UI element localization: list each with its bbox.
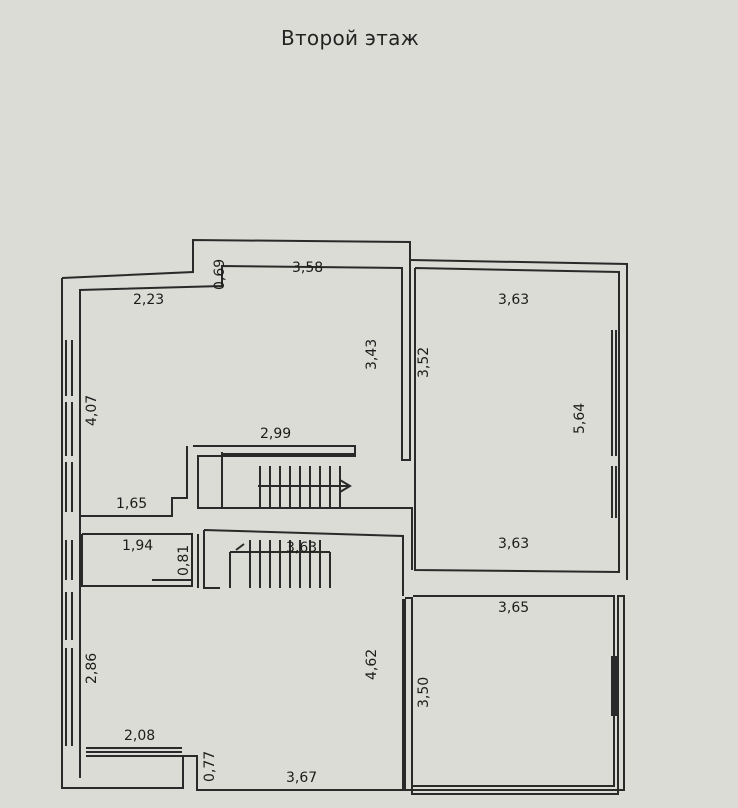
dim-left-bottom-depth: 2,86 <box>84 653 100 684</box>
right-windows <box>611 330 617 716</box>
stair-block <box>80 446 188 517</box>
dim-bath-width: 1,94 <box>122 538 153 554</box>
dim-right-bottom-depth: 3,50 <box>416 677 432 708</box>
dim-left-room-depth: 4,07 <box>84 395 100 426</box>
dim-stair-bottom-width: 3,63 <box>286 540 317 556</box>
dim-stair-top-width: 2,99 <box>260 426 291 442</box>
dim-left-bottom-segment: 1,65 <box>116 496 147 512</box>
dim-top-left-width: 2,23 <box>133 292 164 308</box>
dim-top-center-depth: 3,43 <box>364 339 380 370</box>
bath-room <box>81 533 199 588</box>
dim-right-top-depth: 5,64 <box>572 403 588 434</box>
right-bottom-room <box>413 595 615 787</box>
door-bottom-left <box>86 747 182 757</box>
stairs-upper <box>221 452 354 508</box>
floor-title: Второй этаж <box>280 26 420 50</box>
dim-bottom-width: 3,67 <box>286 770 317 786</box>
left-windows <box>65 340 73 746</box>
dim-corridor-wall: 3,52 <box>416 347 432 378</box>
dim-bath-depth: 0,81 <box>176 545 192 576</box>
dim-bottom-notch: 0,77 <box>202 751 218 782</box>
dim-top-center-width: 3,58 <box>292 260 323 276</box>
stair-top-wall <box>193 445 413 570</box>
dim-bottom-room-depth: 4,62 <box>364 649 380 680</box>
dim-right-bottom-width: 3,65 <box>498 600 529 616</box>
dim-right-top-bottom-width: 3,63 <box>498 536 529 552</box>
dim-top-notch: 0,69 <box>212 259 228 290</box>
dim-bottom-left-width: 2,08 <box>124 728 155 744</box>
stairs-lower <box>203 529 404 596</box>
dim-right-top-width: 3,63 <box>498 292 529 308</box>
outer-wall-top <box>61 238 411 778</box>
right-top-room <box>410 259 628 580</box>
outer-wall <box>61 278 625 795</box>
